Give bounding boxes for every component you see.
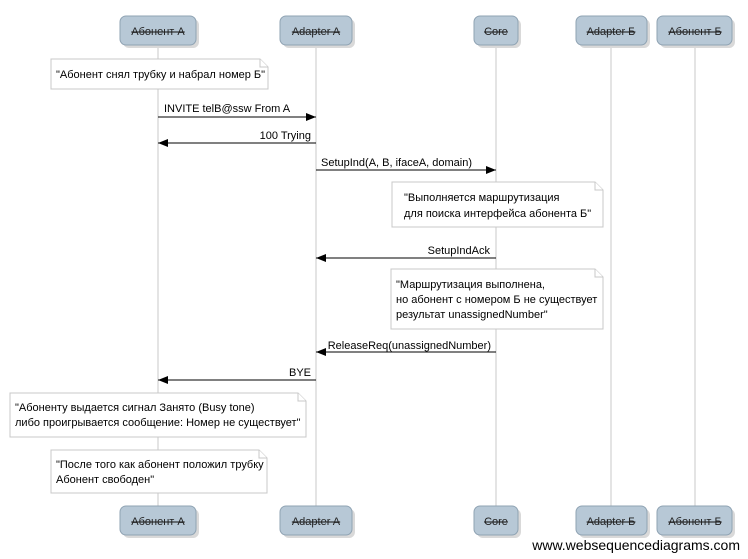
note-line: для поиска интерфейса абонента Б": [404, 208, 591, 220]
actor-top-adapter-a: Adapter A: [279, 15, 355, 48]
actor-bottom-core: Core: [473, 505, 521, 538]
message-label: ReleaseReq(unassignedNumber): [328, 340, 491, 352]
note-line: результат unassignedNumber": [396, 309, 548, 321]
message-setupindack: SetupIndAck: [316, 245, 496, 262]
message-label: INVITE telB@ssw From A: [164, 103, 291, 115]
actor-label: Абонент А: [131, 516, 185, 528]
note-line: "Абоненту выдается сигнал Занято (Busy t…: [15, 402, 255, 414]
actor-top-core: Core: [473, 15, 521, 48]
actor-bottom-abonent-a: Абонент А: [119, 505, 199, 538]
actor-label: Adapter Б: [587, 516, 636, 528]
actor-top-abonent-a: Абонент А: [119, 15, 199, 48]
message-label: BYE: [289, 367, 311, 379]
actor-label: Adapter A: [292, 26, 341, 38]
note-line: либо проигрывается сообщение: Номер не с…: [15, 417, 301, 429]
watermark-link[interactable]: www.websequencediagrams.com: [531, 537, 740, 553]
actor-label: Абонент Б: [668, 26, 721, 38]
note-line: "Абонент снял трубку и набрал номер Б": [56, 69, 265, 81]
note-line: но абонент с номером Б не существует: [396, 294, 597, 306]
actor-label: Core: [484, 516, 508, 528]
actor-label: Adapter Б: [587, 26, 636, 38]
note-2: "Выполняется маршрутизация для поиска ин…: [391, 181, 604, 228]
note-line: Абонент свободен": [56, 474, 154, 486]
message-100-trying: 100 Trying: [158, 130, 316, 147]
note-5: "После того как абонент положил трубку А…: [50, 449, 268, 494]
actor-top-adapter-b: Adapter Б: [575, 15, 650, 48]
actor-label: Adapter A: [292, 516, 341, 528]
message-invite: INVITE telB@ssw From A: [158, 103, 316, 121]
actor-bottom-adapter-b: Adapter Б: [575, 505, 650, 538]
note-line: "После того как абонент положил трубку: [56, 459, 264, 471]
note-4: "Абоненту выдается сигнал Занято (Busy t…: [9, 392, 307, 438]
message-setupind: SetupInd(A, B, ifaceA, domain): [316, 157, 496, 174]
actor-label: Core: [484, 26, 508, 38]
actor-bottom-abonent-b: Абонент Б: [656, 505, 735, 538]
note-1: "Абонент снял трубку и набрал номер Б": [50, 58, 269, 90]
note-line: "Маршрутизация выполнена,: [396, 279, 545, 291]
message-releasereq: ReleaseReq(unassignedNumber): [316, 340, 496, 356]
message-bye: BYE: [158, 367, 316, 384]
note-3: "Маршрутизация выполнена, но абонент с н…: [390, 268, 604, 330]
message-label: SetupInd(A, B, ifaceA, domain): [321, 157, 472, 169]
actor-label: Абонент Б: [668, 516, 721, 528]
message-label: 100 Trying: [260, 130, 311, 142]
actor-bottom-adapter-a: Adapter A: [279, 505, 355, 538]
message-label: SetupIndAck: [428, 245, 491, 257]
actor-label: Абонент А: [131, 26, 185, 38]
note-line: "Выполняется маршрутизация: [404, 192, 560, 204]
actor-top-abonent-b: Абонент Б: [656, 15, 735, 48]
